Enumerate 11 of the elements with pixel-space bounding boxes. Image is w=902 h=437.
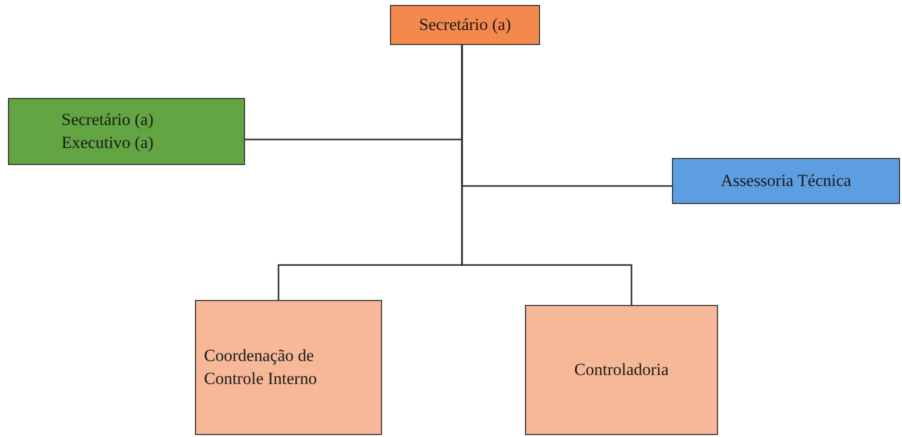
org-box [195,300,382,435]
connector-line [461,45,632,305]
org-box [390,5,540,45]
box-label: Controladoria [574,358,669,381]
box-label: Secretário (a) Executivo (a) [62,108,155,154]
org-box [672,158,900,204]
box-label: Assessoria Técnica [720,170,852,192]
org-box [8,98,245,165]
org-box [525,305,718,435]
box-label: Coordenação de Controle Interno [204,344,318,390]
box-label: Secretário (a) [418,14,512,36]
